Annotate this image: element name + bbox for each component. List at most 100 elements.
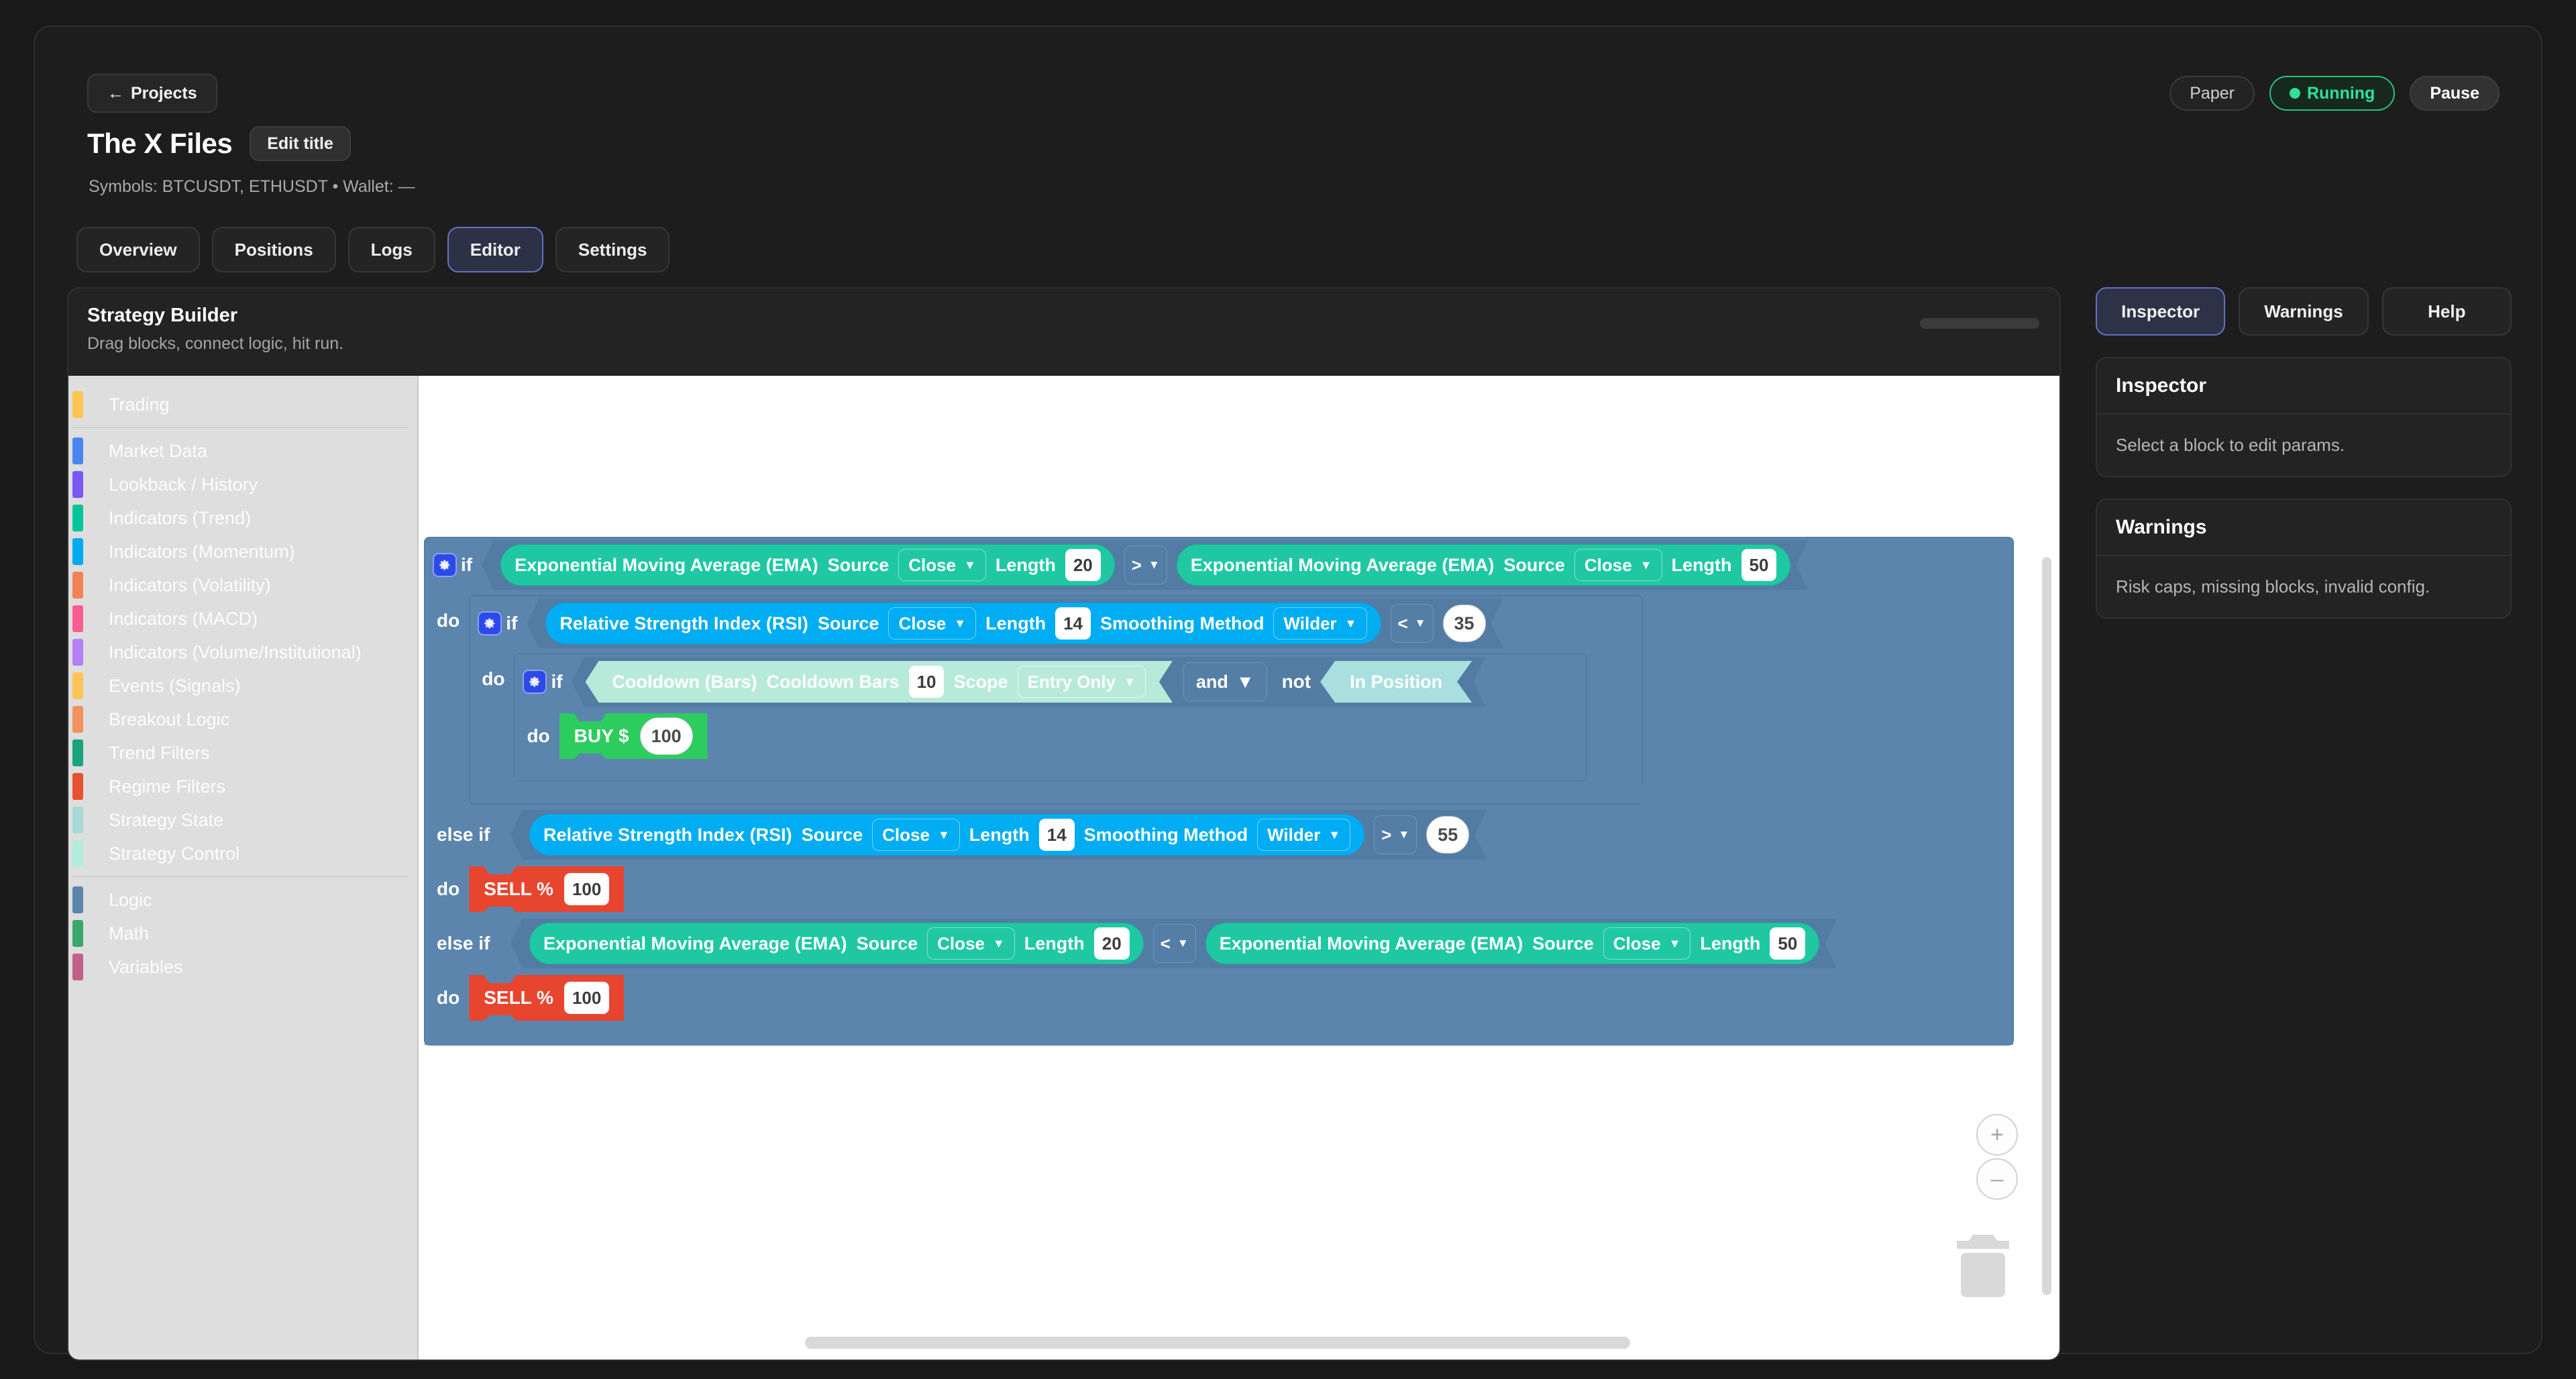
palette-item-indicators-trend[interactable]: Indicators (Trend) [68,501,417,535]
zoom-out-button[interactable]: – [1976,1158,2018,1200]
sell-percent-input[interactable]: 100 [564,982,610,1014]
tab-logs-label: Logs [370,239,413,260]
strategy-builder-card: Strategy Builder Drag blocks, connect lo… [67,287,2061,1361]
sell-percent-input[interactable]: 100 [564,873,610,905]
canvas-horizontal-scrollbar[interactable] [805,1337,1630,1349]
comparison-operator-dropdown-3[interactable]: > ▼ [1374,815,1417,854]
block-canvas[interactable]: if Exponential Moving Average (EMA) Sour… [419,376,2059,1360]
rsi-smoothing-dropdown[interactable]: Wilder ▼ [1273,607,1366,640]
back-to-projects-button[interactable]: ← Projects [87,74,217,113]
palette-item-indicators-momentum[interactable]: Indicators (Momentum) [68,535,417,568]
tab-overview[interactable]: Overview [76,227,200,272]
if-condition-socket-1: Exponential Moving Average (EMA) Source … [482,540,1808,590]
tab-logs[interactable]: Logs [347,227,435,272]
palette-item-strategy-state[interactable]: Strategy State [68,803,417,837]
ema-block-left-1[interactable]: Exponential Moving Average (EMA) Source … [500,544,1115,586]
rsi-threshold-input[interactable]: 35 [1443,605,1486,642]
palette-item-events-signals[interactable]: Events (Signals) [68,669,417,703]
ema-block-right-2[interactable]: Exponential Moving Average (EMA) Source … [1205,923,1820,964]
rsi-threshold-input-2[interactable]: 55 [1426,816,1469,854]
tab-warnings[interactable]: Warnings [2239,287,2369,336]
palette-item-label: Indicators (Volume/Institutional) [109,642,362,662]
comparison-operator-dropdown-4[interactable]: < ▼ [1153,924,1196,963]
rsi-source-dropdown[interactable]: Close ▼ [888,607,976,640]
palette-item-indicators-volatility[interactable]: Indicators (Volatility) [68,568,417,602]
rsi-length-input[interactable]: 14 [1055,607,1091,640]
buy-amount-input[interactable]: 100 [639,717,693,755]
comparison-operator-dropdown-2[interactable]: < ▼ [1391,604,1434,643]
palette-item-regime-filters[interactable]: Regime Filters [68,770,417,803]
if-block-nested-2[interactable]: if Cooldown (Bars) Cooldown Bars 10 Scop… [514,654,1588,781]
mode-badge[interactable]: Paper [2169,76,2255,111]
ema-source-label: Source [1532,933,1594,954]
ema-source-dropdown[interactable]: Close ▼ [927,927,1015,960]
if-block-nested-1[interactable]: if Relative Strength Index (RSI) Source … [469,595,1686,805]
trash-icon[interactable] [1951,1228,2015,1302]
ema-block-left-2[interactable]: Exponential Moving Average (EMA) Source … [529,923,1144,964]
sell-label: SELL % [484,878,553,899]
if-block-root[interactable]: if Exponential Moving Average (EMA) Sour… [424,537,2014,1045]
logic-combiner-dropdown[interactable]: and ▼ [1183,662,1267,701]
palette-item-market-data[interactable]: Market Data [68,434,417,468]
comparison-operator-dropdown-1[interactable]: > ▼ [1124,546,1167,584]
pause-button[interactable]: Pause [2410,76,2500,111]
chevron-down-icon: ▼ [1328,828,1341,841]
tab-positions[interactable]: Positions [211,227,336,272]
tab-editor[interactable]: Editor [447,227,543,272]
palette-item-breakout-logic[interactable]: Breakout Logic [68,703,417,736]
palette-item-variables[interactable]: Variables [68,950,417,984]
palette-item-label: Indicators (Momentum) [109,541,295,562]
rsi-source-dropdown[interactable]: Close ▼ [872,819,960,851]
tab-settings[interactable]: Settings [555,227,670,272]
rsi-smoothing-dropdown[interactable]: Wilder ▼ [1257,819,1350,851]
ema-source-dropdown[interactable]: Close ▼ [1603,927,1691,960]
palette-item-logic[interactable]: Logic [68,883,417,917]
ema-source-value: Close [937,933,985,954]
gear-icon[interactable] [523,670,547,694]
strategy-builder-subtitle: Drag blocks, connect logic, hit run. [87,334,344,353]
ema-source-dropdown[interactable]: Close ▼ [1574,549,1662,581]
sell-action-block-1[interactable]: SELL % 100 [469,866,625,912]
tab-inspector[interactable]: Inspector [2096,287,2226,336]
gear-icon[interactable] [478,611,502,635]
gear-icon[interactable] [433,553,457,577]
palette-item-indicators-volume-institutional[interactable]: Indicators (Volume/Institutional) [68,635,417,669]
ema-length-input[interactable]: 20 [1094,927,1130,960]
ema-source-dropdown[interactable]: Close ▼ [898,549,986,581]
panel-resize-handle[interactable] [1920,318,2039,329]
rsi-length-input[interactable]: 14 [1039,819,1075,851]
tab-help[interactable]: Help [2381,287,2512,336]
ema-length-input[interactable]: 50 [1741,549,1777,581]
palette-swatch-icon [72,538,83,565]
right-panel-tabs: Inspector Warnings Help [2096,287,2512,336]
buy-action-block[interactable]: BUY $ 100 [559,713,708,759]
cooldown-block[interactable]: Cooldown (Bars) Cooldown Bars 10 Scope E… [586,661,1173,703]
rsi-smoothing-label: Smoothing Method [1100,613,1265,633]
palette-item-trend-filters[interactable]: Trend Filters [68,736,417,770]
palette-item-strategy-control[interactable]: Strategy Control [68,837,417,870]
cooldown-scope-dropdown[interactable]: Entry Only ▼ [1018,666,1146,698]
in-position-block[interactable]: In Position [1320,661,1472,703]
palette-item-math[interactable]: Math [68,917,417,950]
palette-item-lookback-history[interactable]: Lookback / History [68,468,417,501]
cooldown-bars-input[interactable]: 10 [909,666,945,698]
ema-block-right-1[interactable]: Exponential Moving Average (EMA) Source … [1177,544,1791,586]
ema-length-label: Length [995,554,1056,575]
ema-length-input[interactable]: 50 [1770,927,1805,960]
do-keyword-1: do [437,610,460,631]
rsi-block-2[interactable]: Relative Strength Index (RSI) Source Clo… [529,814,1364,856]
canvas-vertical-scrollbar[interactable] [2042,557,2051,1295]
rsi-block-1[interactable]: Relative Strength Index (RSI) Source Clo… [545,603,1381,644]
edit-title-button[interactable]: Edit title [250,126,351,161]
ema-length-input[interactable]: 20 [1065,549,1101,581]
tab-inspector-label: Inspector [2121,301,2200,321]
palette-item-trading[interactable]: Trading [68,388,417,421]
sell-action-block-2[interactable]: SELL % 100 [469,975,625,1021]
do-keyword-3: do [527,725,550,746]
do-keyword-5: do [437,987,460,1008]
block-palette[interactable]: Trading Market Data Lookback / History I… [68,376,419,1360]
palette-item-label: Strategy Control [109,843,240,864]
zoom-in-button[interactable]: + [1976,1114,2018,1156]
palette-item-indicators-macd[interactable]: Indicators (MACD) [68,602,417,635]
ema-length-label: Length [1700,933,1761,954]
